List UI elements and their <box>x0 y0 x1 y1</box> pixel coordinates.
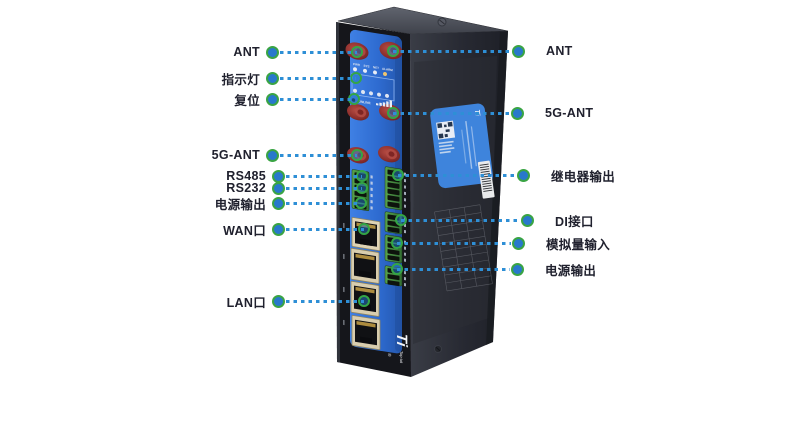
callout-label: 5G-ANT <box>211 148 260 162</box>
callout-line <box>280 153 357 157</box>
side-edge-shadow <box>486 31 508 345</box>
port-name-marks <box>343 222 345 326</box>
side-product-sticker: Ti <box>430 103 493 189</box>
callout-ant-left: ANT <box>160 43 357 61</box>
etched-spec-table <box>434 204 493 292</box>
barcode-sticker <box>477 160 495 199</box>
callout-label: 电源输出 <box>214 197 266 212</box>
callout-dot <box>272 294 285 308</box>
callout-line <box>280 50 357 54</box>
online-label: ONLINE <box>359 99 372 105</box>
callout-line <box>286 186 362 190</box>
callout-line <box>280 76 356 80</box>
callout-dot <box>266 148 279 162</box>
status-led <box>363 68 367 73</box>
frame-edge-highlight <box>336 22 340 363</box>
callout-label: 模拟量输入 <box>546 237 611 252</box>
callout-label: 继电器输出 <box>551 169 616 184</box>
led-group-outline <box>351 72 395 102</box>
callout-line <box>286 227 364 231</box>
callout-label: LAN口 <box>226 295 266 310</box>
brand-logo-subtext: Top-iot <box>399 351 404 365</box>
callout-rs232: RS232 <box>166 179 362 197</box>
callout-line <box>397 267 510 271</box>
callout-power-output-left: 电源输出 <box>166 194 361 212</box>
screw <box>434 345 442 353</box>
callout-label: 指示灯 <box>221 72 260 87</box>
led-label: NET <box>373 65 379 70</box>
brand-logo-text: Ti <box>393 332 410 349</box>
callout-rs485: RS485 <box>166 167 362 185</box>
callout-dot <box>512 44 525 58</box>
callout-ant-right: ANT <box>393 42 573 60</box>
callout-lan-port: LAN口 <box>166 292 364 310</box>
lan-port <box>351 315 381 351</box>
callout-dot <box>511 262 524 276</box>
callout-label: WAN口 <box>223 223 266 238</box>
callout-dot <box>521 213 534 227</box>
led-indicator-area: PWR SYS NET ALARM ONLINE <box>351 62 395 108</box>
callout-label: 电源输出 <box>545 263 597 278</box>
callout-wan-port: WAN口 <box>166 220 364 238</box>
status-led <box>385 93 389 98</box>
pin-labels <box>404 172 406 208</box>
pin-labels <box>370 175 373 210</box>
status-led <box>369 91 373 96</box>
callout-power-output-right: 电源输出 <box>397 260 596 278</box>
callout-relay-output: 继电器输出 <box>398 166 615 184</box>
callout-dot <box>511 106 524 120</box>
callout-dot <box>266 45 279 59</box>
callout-line <box>286 174 362 178</box>
callout-indicator-led: 指示灯 <box>160 69 356 87</box>
callout-line <box>393 111 510 115</box>
callout-dot <box>272 181 285 195</box>
brand-logo: Ti Top-iot ® <box>387 332 410 365</box>
callout-dot <box>266 71 279 85</box>
callout-dot <box>512 236 525 250</box>
callout-line <box>397 241 511 245</box>
antenna-connector <box>378 145 400 163</box>
callout-label: ANT <box>546 44 573 58</box>
screw <box>437 17 447 27</box>
callout-line <box>286 299 364 303</box>
sticker-text-lines <box>438 140 455 154</box>
status-led <box>361 90 365 95</box>
callout-label: DI接口 <box>555 214 594 229</box>
status-led <box>353 67 357 72</box>
callout-label: RS485 <box>226 169 266 183</box>
callout-5g-ant-left: 5G-ANT <box>160 146 357 164</box>
callout-label: 5G-ANT <box>545 106 594 120</box>
callout-dot <box>517 168 530 182</box>
callout-label: RS232 <box>226 181 266 195</box>
led-label: PWR <box>353 62 361 67</box>
status-led <box>373 70 377 75</box>
status-led <box>353 88 357 93</box>
sticker-logo: Ti <box>461 109 481 169</box>
callout-analog-input: 模拟量输入 <box>397 234 610 252</box>
lan-port <box>350 247 380 284</box>
callout-dot <box>272 222 285 236</box>
callout-line <box>401 218 520 222</box>
callout-dot <box>266 92 279 106</box>
led-label: ALARM <box>382 67 393 73</box>
registered-mark: ® <box>387 353 393 358</box>
callout-label: 复位 <box>234 93 260 108</box>
callout-label: ANT <box>233 45 260 59</box>
callout-line <box>286 201 361 205</box>
callout-line <box>280 97 354 101</box>
status-led <box>383 72 387 77</box>
callout-5g-ant-right: 5G-ANT <box>393 104 593 122</box>
antenna-connector <box>347 104 369 121</box>
callout-line <box>398 173 516 177</box>
signal-strength-icon <box>376 100 392 108</box>
led-label: SYS <box>364 64 370 69</box>
side-recess-panel <box>413 56 497 344</box>
callout-reset: 复位 <box>160 90 354 108</box>
pin-labels <box>404 271 406 287</box>
callout-line <box>393 49 511 53</box>
callout-di-interface: DI接口 <box>401 211 594 229</box>
status-led <box>377 92 381 97</box>
callout-dot <box>272 196 285 210</box>
